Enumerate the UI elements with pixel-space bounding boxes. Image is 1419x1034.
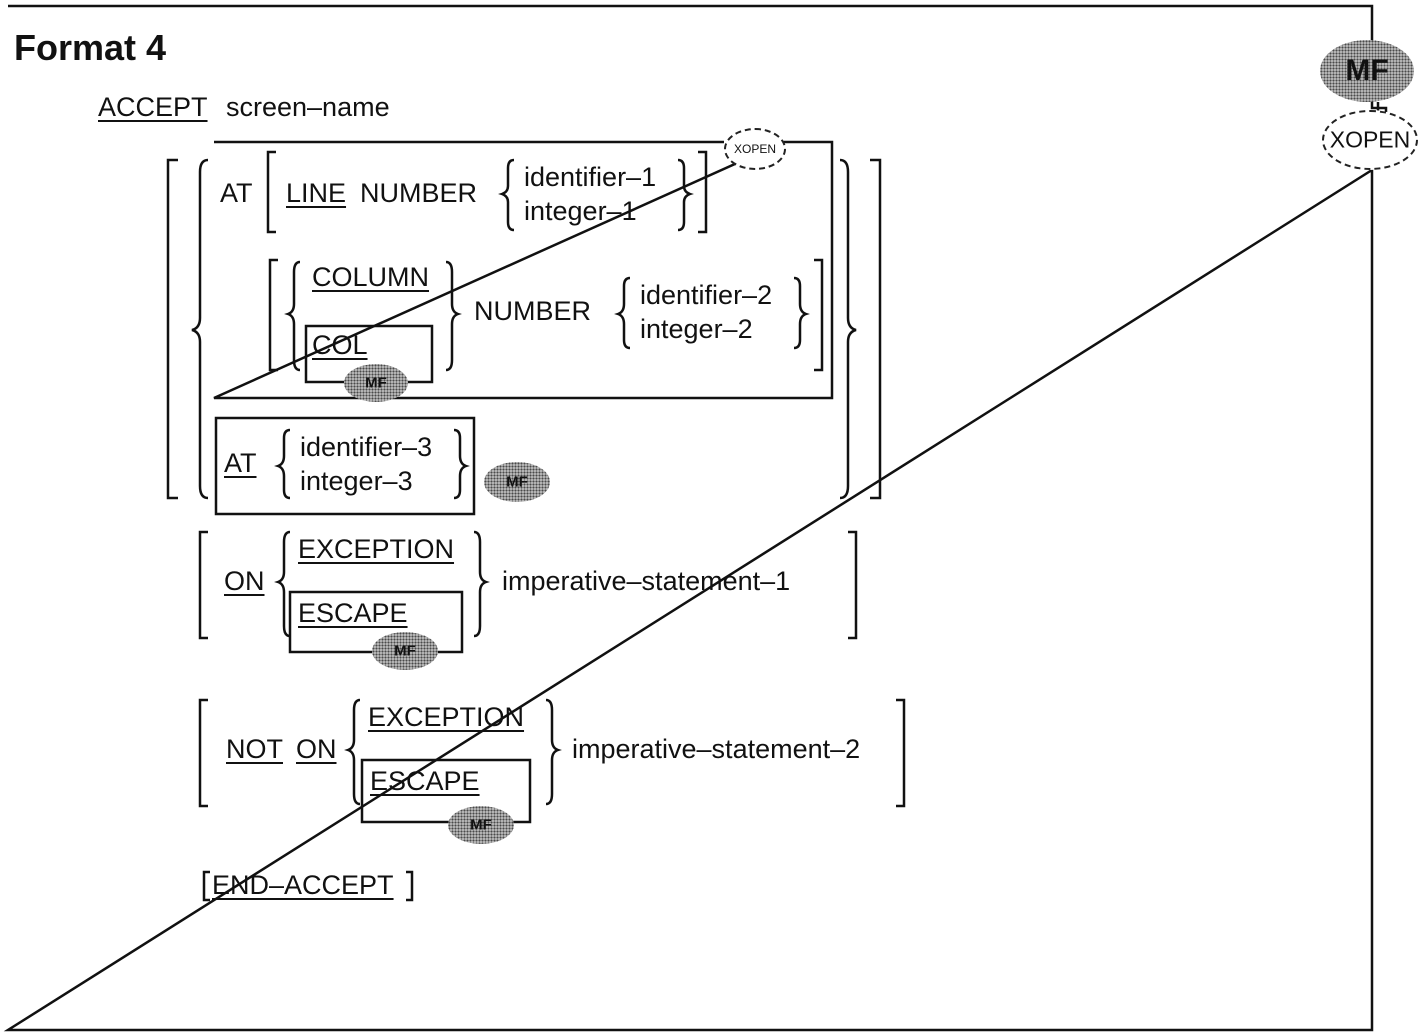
on-brace-right [473,530,490,638]
outer-bracket-left [166,158,178,500]
choice-brace-left [191,158,209,500]
outer-bracket-right [870,158,882,500]
id3-brace-left [274,428,291,500]
identifier-2: identifier–2 [640,280,773,310]
on-bracket-left [198,530,208,640]
identifier-1: identifier–1 [524,162,657,192]
at-keyword: AT [220,178,253,208]
mf-badge-at: MF [484,462,550,502]
xopen-badge-margin: XOPEN [1322,110,1418,170]
id1-brace-right [677,158,694,232]
integer-3: integer–3 [300,466,413,496]
screen-name-operand: screen–name [226,92,390,122]
accept-keyword: ACCEPT [98,92,208,122]
noton-brace-right [545,698,562,806]
number-keyword-2: NUMBER [474,296,592,326]
mf-badge-margin: MF [1320,40,1414,102]
escape-keyword: ESCAPE [298,598,408,628]
imperative-statement-2: imperative–statement–2 [572,734,861,764]
id3-brace-right [453,428,470,500]
col-brace-left [284,260,301,372]
escape1-mf-box [288,590,464,654]
format-title: Format 4 [14,27,167,68]
noton-bracket-left [198,698,208,808]
mf-badge-escape-1: MF [372,632,438,670]
choice-brace-right [839,158,857,500]
line-bracket-right [698,150,708,234]
line-keyword: LINE [286,178,347,208]
on-brace-left [274,530,291,638]
mf-badge-escape-2: MF [448,806,514,844]
on-keyword: ON [224,566,265,596]
escape-keyword-2: ESCAPE [370,766,480,796]
number-keyword: NUMBER [360,178,478,208]
at3-box [214,416,476,516]
on-keyword-2: ON [296,734,337,764]
exception-keyword-2: EXCEPTION [368,702,525,732]
col-keyword: COL [312,330,368,360]
end-bracket-right [406,870,414,902]
col-bracket-right [814,258,824,372]
col-mf-box [304,324,434,384]
identifier-3: identifier–3 [300,432,433,462]
escape2-mf-box [360,758,532,824]
noton-bracket-right [896,698,906,808]
at-keyword-2: AT [224,448,257,478]
col-brace-right [445,260,462,372]
integer-2: integer–2 [640,314,753,344]
integer-1: integer–1 [524,196,637,226]
not-keyword: NOT [226,734,283,764]
xopen-box [213,140,834,400]
id2-brace-right [793,276,810,350]
id1-brace-left [498,158,515,232]
id2-brace-left [614,276,631,350]
line-bracket-left [266,150,276,234]
mf-badge-col: MF [344,364,408,402]
noton-brace-left [344,698,361,806]
exception-keyword: EXCEPTION [298,534,455,564]
column-keyword: COLUMN [312,262,430,292]
end-accept-keyword: END–ACCEPT [212,870,394,900]
col-bracket-left [268,258,278,372]
end-bracket-left [202,870,210,902]
on-bracket-right [848,530,858,640]
xopen-badge-inline: XOPEN [724,128,786,170]
imperative-statement-1: imperative–statement–1 [502,566,791,596]
